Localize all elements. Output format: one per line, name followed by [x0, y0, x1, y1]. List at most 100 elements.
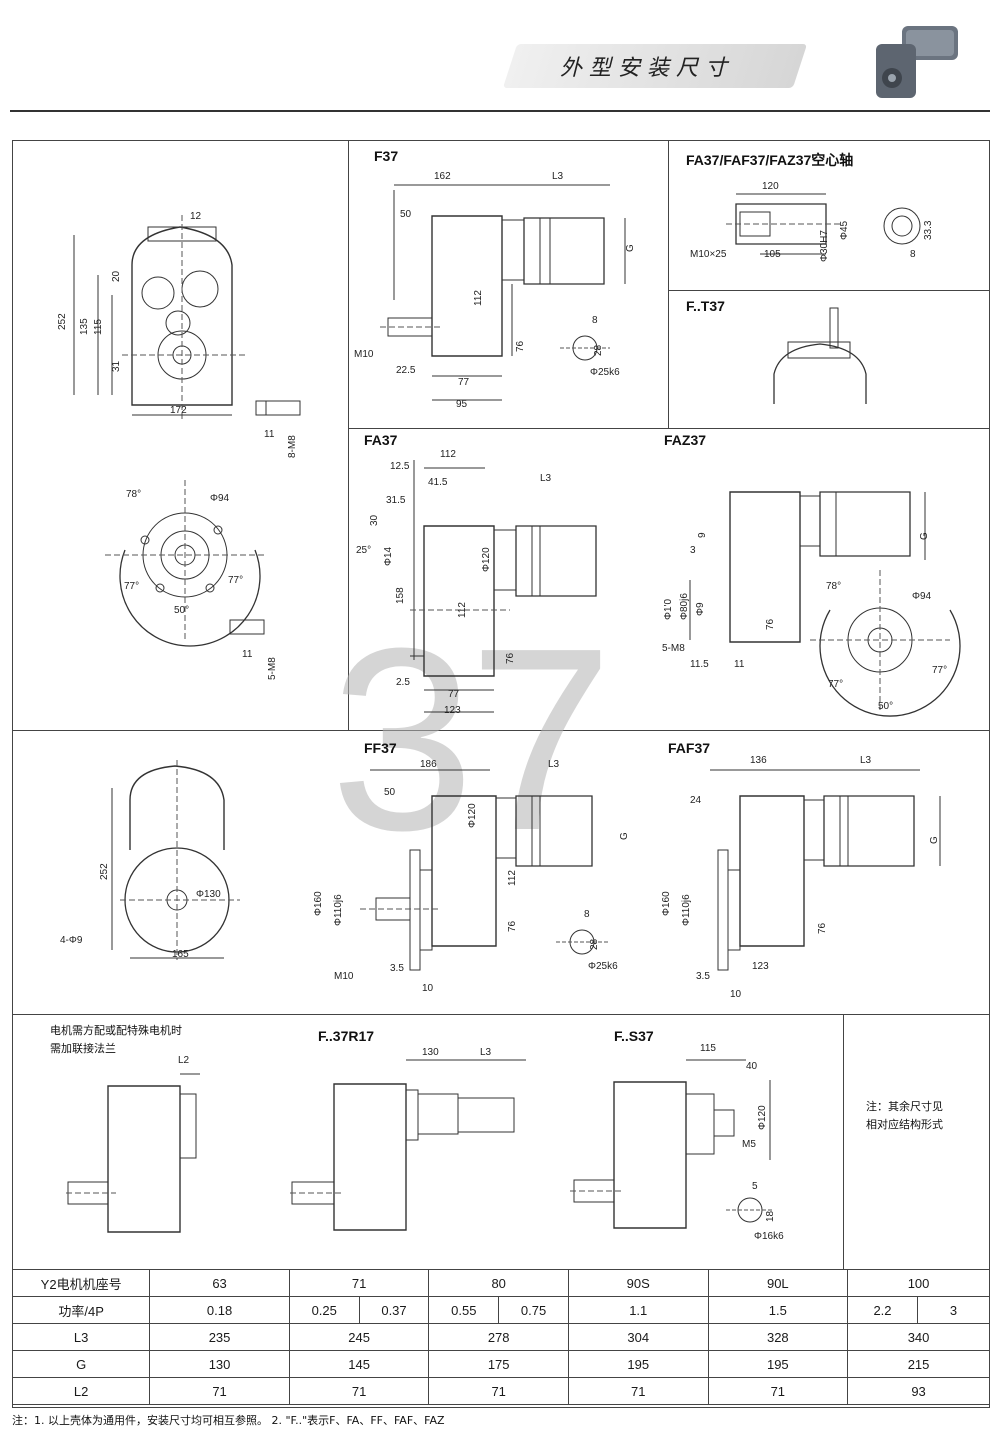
- dim-label: L3: [552, 171, 564, 182]
- dim-label: Φ110j6: [333, 894, 344, 926]
- section-label-ft37: F..T37: [686, 298, 725, 314]
- dim-label: 165: [172, 949, 189, 960]
- table-row-header: 功率/4P: [11, 1296, 151, 1324]
- table-cell: 235: [149, 1323, 290, 1351]
- dim-label: Φ1'0: [663, 598, 674, 620]
- table-cell: 93: [847, 1377, 990, 1405]
- dim-label: 77°: [124, 581, 140, 592]
- dim-label: G: [625, 244, 636, 252]
- dim-label: 10: [730, 989, 742, 1000]
- dim-label: Φ120: [757, 1105, 768, 1130]
- dim-label: 8: [592, 315, 598, 326]
- dim-label: 76: [505, 652, 516, 664]
- dim-label: L3: [540, 473, 552, 484]
- dim-label: 252: [57, 313, 68, 330]
- dim-label: 2.5: [396, 677, 410, 688]
- torque-arm-drawing: [770, 304, 870, 414]
- dim-label: L3: [480, 1047, 492, 1058]
- dim-label: Φ160: [661, 891, 672, 916]
- table-row: L2 71 71 71 71 71 93: [11, 1377, 990, 1405]
- dim-label: Φ120: [467, 803, 478, 828]
- grid-line: [348, 140, 349, 730]
- dim-label: 76: [515, 340, 526, 352]
- table-cell: 71: [288, 1269, 430, 1297]
- dim-label: Φ16k6: [754, 1231, 784, 1242]
- table-cell: 3: [916, 1296, 991, 1324]
- dim-label: 130: [422, 1047, 439, 1058]
- dim-label: 162: [434, 171, 451, 182]
- dim-label: G: [929, 836, 940, 844]
- table-cell: 2.2: [847, 1296, 918, 1324]
- table-cell: 245: [288, 1323, 430, 1351]
- table-row-header: L2: [11, 1377, 151, 1405]
- table-cell: 304: [567, 1323, 709, 1351]
- dim-label: 28: [589, 938, 600, 950]
- table-cell: 175: [428, 1350, 569, 1378]
- table-cell: 195: [567, 1350, 709, 1378]
- dim-label: 77: [458, 377, 470, 388]
- table-cell: 100: [847, 1269, 990, 1297]
- table-row: L3 235 245 278 304 328 340: [11, 1323, 990, 1351]
- dim-label: 10: [422, 983, 434, 994]
- f37-side-view-drawing: [60, 205, 330, 455]
- watermark-number: 37: [330, 595, 613, 885]
- section-label-fs37: F..S37: [614, 1028, 654, 1044]
- dim-label: 120: [762, 181, 779, 192]
- dim-label: 112: [473, 290, 484, 306]
- dim-label: 112: [440, 449, 456, 460]
- dim-label: 40: [746, 1061, 758, 1072]
- table-row-header: L3: [11, 1323, 151, 1351]
- dim-label: 77°: [228, 575, 244, 586]
- table-cell: 340: [847, 1323, 990, 1351]
- dim-label: 115: [93, 319, 104, 335]
- special-motor-note-line-2: 需加联接法兰: [50, 1042, 116, 1055]
- dim-label: 12: [190, 211, 202, 222]
- dim-label: 5-M8: [662, 643, 685, 654]
- dim-label: 8: [910, 249, 916, 260]
- table-cell: 130: [149, 1350, 290, 1378]
- dim-label: G: [919, 532, 930, 540]
- dim-label: 123: [444, 705, 461, 716]
- table-cell: 0.75: [498, 1296, 569, 1324]
- dim-label: 12.5: [390, 461, 410, 472]
- dim-label: 50°: [174, 605, 190, 616]
- section-label-f37: F37: [374, 148, 399, 164]
- dim-label: 41.5: [428, 477, 448, 488]
- gear-motor-photo: [876, 26, 958, 98]
- dim-label: M10×25: [690, 249, 727, 260]
- dim-label: Φ25k6: [590, 367, 620, 378]
- dim-label: 77: [448, 689, 460, 700]
- dim-label: 3.5: [390, 963, 404, 974]
- table-cell: 145: [288, 1350, 430, 1378]
- dim-label: 25°: [356, 545, 372, 556]
- dim-label: 11: [242, 649, 253, 660]
- footer-note: 注：1. 以上壳体为通用件，安装尺寸均可相互参照。 2. "F.."表示F、FA…: [12, 1414, 445, 1427]
- special-motor-note-line-1: 电机需方配或配特殊电机时: [50, 1024, 182, 1037]
- dim-label: M10: [354, 349, 374, 360]
- dim-label: Φ94: [210, 493, 230, 504]
- dim-label: 8-M8: [287, 435, 298, 458]
- grid-line: [668, 140, 669, 428]
- table-cell: 80: [428, 1269, 569, 1297]
- dim-label: Φ110j6: [681, 894, 692, 926]
- header-rule: [10, 110, 990, 112]
- dim-label: 9: [697, 532, 708, 538]
- dim-label: Φ130: [196, 889, 221, 900]
- table-cell: 278: [428, 1323, 569, 1351]
- dim-label: 22.5: [396, 365, 416, 376]
- dim-label: 78°: [826, 581, 842, 592]
- table-cell: 0.18: [149, 1296, 290, 1324]
- dim-label: 24: [690, 795, 702, 806]
- dim-label: 186: [420, 759, 437, 770]
- faf37-drawing: [690, 770, 960, 1000]
- dim-label: 5: [752, 1181, 758, 1192]
- drawing-frame: [12, 140, 990, 1408]
- dim-label: 18: [765, 1210, 776, 1222]
- dim-label: 158: [395, 587, 406, 604]
- section-label-faz37: FAZ37: [664, 432, 707, 448]
- dim-label: 78°: [126, 489, 142, 500]
- spec-table: Y2电机机座号 63 71 80 90S 90L 100 功率/4P 0.18 …: [11, 1269, 991, 1405]
- table-cell: 71: [567, 1377, 709, 1405]
- fs37-drawing: [580, 1060, 800, 1250]
- f37-front-view-drawing: [380, 180, 660, 410]
